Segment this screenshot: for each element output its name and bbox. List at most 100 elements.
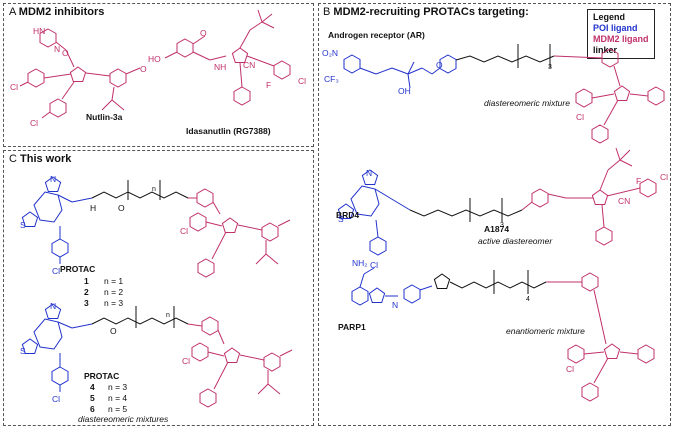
brd4-repeat: 3 bbox=[500, 222, 504, 229]
idasanutlin-benzoic-ring bbox=[176, 38, 194, 58]
panel-c-title: C This work bbox=[9, 153, 71, 165]
series2-imidazoline-ring bbox=[223, 347, 241, 363]
panel-c-letter: C bbox=[9, 153, 17, 165]
s1-num-3: 3 bbox=[84, 298, 89, 308]
s1-n-2: n = 2 bbox=[104, 287, 124, 297]
parp1-note: enantiomeric mixture bbox=[506, 326, 585, 336]
parp1-cl-label: Cl bbox=[566, 364, 575, 374]
ar-oh-label: OH bbox=[398, 86, 411, 96]
parp1-nh2-label: NH₂ bbox=[352, 258, 368, 268]
parp1-aryl-ring bbox=[637, 344, 655, 364]
legend-mdm2: MDM2 ligand bbox=[593, 34, 649, 44]
ar-o-label: O bbox=[436, 60, 443, 70]
nutlin-aryl-ring bbox=[109, 68, 127, 88]
parp1-repeat: 4 bbox=[526, 296, 530, 303]
brd4-protac-structure bbox=[337, 147, 657, 256]
series1-chlorophenyl-ring bbox=[51, 238, 69, 258]
s2-o-label: O bbox=[110, 326, 117, 336]
ar-ligand bbox=[343, 54, 457, 89]
idasanutlin-chlorofluorophenyl-ring bbox=[273, 60, 291, 80]
panel-c bbox=[3, 150, 314, 426]
nutlin-n-label: N bbox=[54, 44, 61, 54]
brd4-f-label: F bbox=[636, 176, 642, 186]
brd4-linker bbox=[409, 198, 523, 222]
panelc-series2-structure bbox=[21, 303, 293, 408]
brd4-cl-label: Cl bbox=[370, 260, 379, 270]
panel-b bbox=[318, 3, 671, 426]
legend-title: Legend bbox=[593, 12, 626, 22]
s2-n-6: n = 5 bbox=[108, 404, 128, 414]
brd4-benzoic-ring bbox=[531, 188, 549, 208]
parp1-mdm2-ligand bbox=[546, 272, 655, 402]
ar-repeat: 3 bbox=[548, 64, 552, 71]
nutlin-cl1-label: Cl bbox=[10, 82, 19, 92]
ar-chlorophenyl-top bbox=[575, 88, 593, 108]
series2-piperazinone-ring bbox=[201, 316, 219, 336]
parp1-target-label: PARP1 bbox=[338, 322, 366, 332]
s1-num-1: 1 bbox=[84, 276, 89, 286]
parp1-linker bbox=[433, 270, 547, 294]
series2-linker bbox=[91, 306, 189, 328]
panel-b-title: B MDM2-recruiting PROTACs targeting: bbox=[323, 6, 529, 18]
series1-jq1-ligand bbox=[21, 176, 93, 264]
idasanutlin-nh-label: NH bbox=[214, 62, 227, 72]
nutlin-chlorophenyl-top bbox=[27, 68, 45, 88]
s1-n-1: n = 1 bbox=[104, 276, 124, 286]
series1-chlorophenyl-bottom bbox=[197, 258, 215, 278]
brd4-pyrrolidine-ring bbox=[591, 189, 609, 205]
s1-triazole-n-label: N bbox=[50, 174, 57, 184]
nutlin-o2-label: O bbox=[140, 64, 147, 74]
idasanutlin-lower-ring bbox=[233, 86, 251, 106]
panel-b-letter: B bbox=[323, 6, 331, 18]
legend-poi: POI ligand bbox=[593, 23, 638, 33]
s1-h-label: H bbox=[90, 203, 97, 213]
series1-linker bbox=[91, 180, 189, 200]
s1-mdm2-cl-label: Cl bbox=[180, 226, 189, 236]
brd4-lower-ring bbox=[595, 226, 613, 246]
parp1-protac-structure bbox=[351, 267, 655, 402]
parp1-pyrazole-ring bbox=[368, 287, 386, 303]
series2-chlorophenyl-ring bbox=[51, 366, 69, 386]
series1-chlorophenyl-top bbox=[189, 212, 207, 232]
s2-n-5: n = 4 bbox=[108, 393, 128, 403]
legend-box: Legend POI ligand MDM2 ligand linker bbox=[587, 9, 655, 59]
s2-mdm2-cl-label: Cl bbox=[182, 356, 191, 366]
s1-repeat-n: n bbox=[152, 186, 156, 193]
series1-imidazoline-ring bbox=[221, 217, 239, 233]
ar-protac-structure bbox=[343, 44, 665, 144]
ar-o2n-label: O₂N bbox=[322, 48, 339, 58]
ar-cl-label: Cl bbox=[576, 112, 585, 122]
nutlin-structure bbox=[19, 28, 141, 119]
series2-aryl-ring bbox=[263, 352, 281, 372]
idasanutlin-f-label: F bbox=[266, 80, 272, 90]
idasanutlin-ho-label: HO bbox=[148, 54, 161, 64]
brd4-target-label: BRD4 bbox=[336, 210, 360, 220]
series2-jq1-ligand bbox=[21, 303, 93, 392]
nutlin-imidazoline-ring bbox=[69, 66, 87, 82]
nutlin-o-label: O bbox=[62, 48, 69, 58]
parp1-ligand bbox=[351, 267, 433, 306]
parp1-triazole-ring bbox=[433, 273, 451, 289]
series2-chlorophenyl-top bbox=[191, 342, 209, 362]
legend-linker: linker bbox=[593, 45, 618, 55]
s2-num-6: 6 bbox=[90, 404, 95, 414]
s2-protac-label: PROTAC bbox=[84, 371, 120, 381]
s2-s-label: S bbox=[20, 346, 26, 356]
idasanutlin-o-label: O bbox=[200, 28, 207, 38]
ar-piperazinone-ring bbox=[601, 48, 619, 68]
ar-mdm2-ligand bbox=[553, 48, 665, 144]
nutlin-cl2-label: Cl bbox=[30, 118, 39, 128]
brd4-s-label: S bbox=[338, 214, 344, 224]
ar-target-label: Androgen receptor (AR) bbox=[328, 30, 425, 40]
panel-b-heading: MDM2-recruiting PROTACs targeting: bbox=[333, 6, 529, 18]
nutlin-hn-label: HN bbox=[33, 26, 46, 36]
parp1-phenyl-ring bbox=[403, 284, 421, 304]
parp1-chlorophenyl-top bbox=[567, 344, 585, 364]
s1-s-label: S bbox=[20, 220, 26, 230]
s2-n-4: n = 3 bbox=[108, 382, 128, 392]
panel-a-title: A MDM2 inhibitors bbox=[9, 6, 104, 18]
idasanutlin-name: Idasanutlin (RG7388) bbox=[186, 126, 271, 136]
brd4-cl2-label: Cl bbox=[660, 172, 669, 182]
panelc-note: diastereomeric mixtures bbox=[78, 414, 169, 424]
parp1-n-label: N bbox=[392, 300, 399, 310]
